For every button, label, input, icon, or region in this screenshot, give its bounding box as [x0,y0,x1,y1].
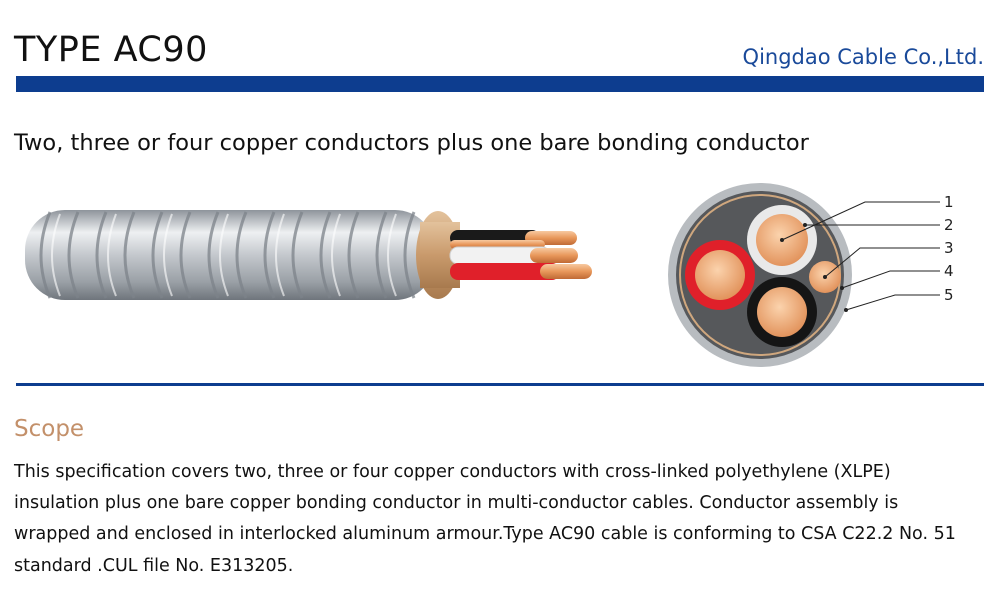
header-divider-bar [16,76,984,92]
callout-label-1: 1 [944,193,954,211]
copper-core-left [695,250,745,300]
section-divider-line [16,383,984,386]
callout-label-3: 3 [944,239,954,257]
callout-label-4: 4 [944,262,954,280]
aluminum-armour [25,210,435,300]
armour-interlock-ridges [39,211,416,299]
white-conductor [449,246,578,265]
product-subtitle: Two, three or four copper conductors plu… [14,130,809,156]
cable-cross-section-diagram: 1 2 3 4 5 [668,183,954,367]
scope-line: standard .CUL file No. E313205. [14,555,294,576]
scope-line: insulation plus one bare copper bonding … [14,493,899,514]
copper-core-bottom [757,287,807,337]
company-name: Qingdao Cable Co.,Ltd. [742,45,984,69]
page-title: TYPE AC90 [14,30,208,70]
cable-side-view-illustration [25,210,592,300]
callout-label-5: 5 [944,286,954,304]
scope-line: This specification covers two, three or … [14,462,891,482]
scope-heading: Scope [14,416,85,442]
red-conductor [450,263,592,280]
callout-label-2: 2 [944,216,954,234]
scope-description: This specification covers two, three or … [14,457,989,582]
scope-line: wrapped and enclosed in interlocked alum… [14,524,956,545]
